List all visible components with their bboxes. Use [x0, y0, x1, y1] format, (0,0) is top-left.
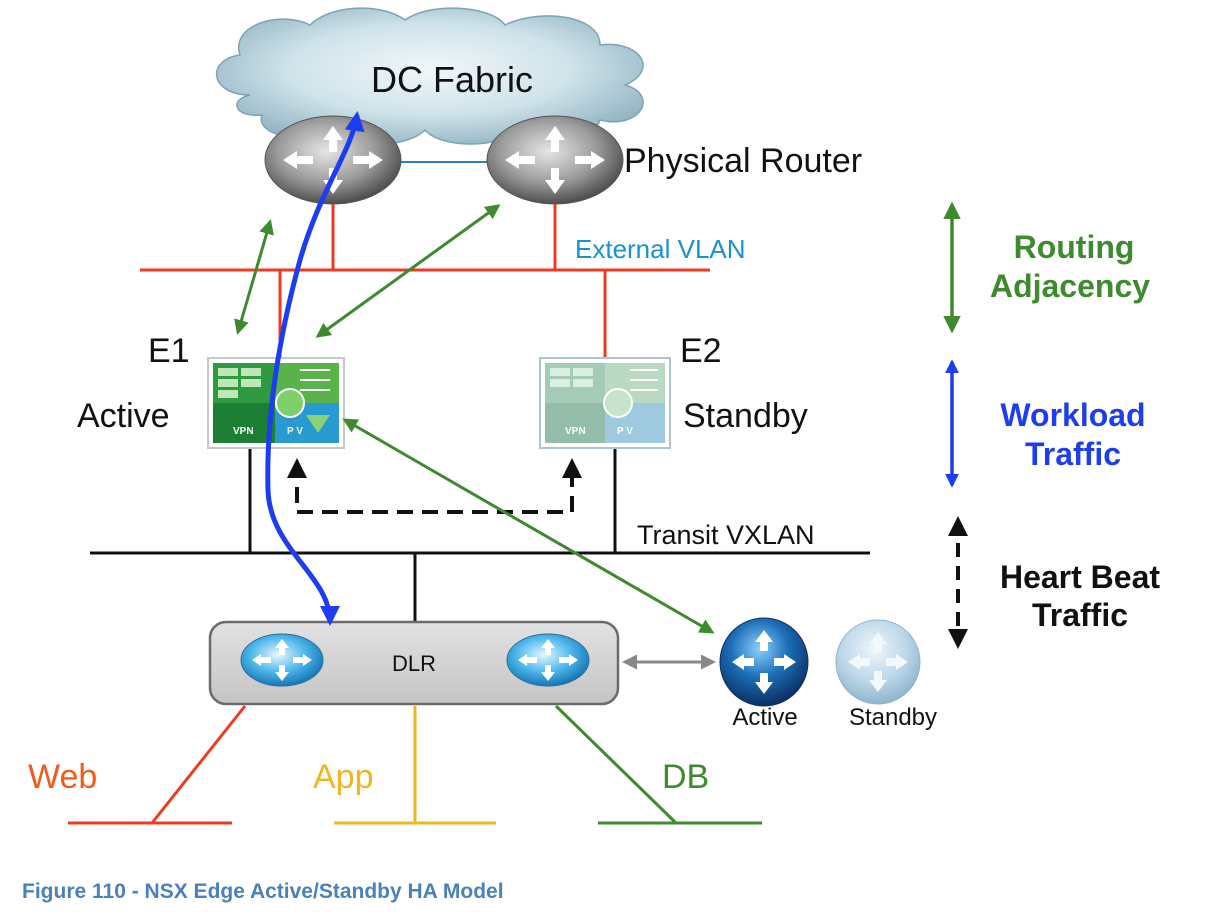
legend-routing-line1: Routing: [1014, 229, 1135, 265]
edge1-role: Active: [77, 397, 170, 435]
app-segment-label: App: [313, 758, 374, 796]
physical-router-label: Physical Router: [624, 142, 862, 180]
control-vm-active-icon: [719, 617, 809, 707]
figure-caption: Figure 110 - NSX Edge Active/Standby HA …: [22, 880, 504, 903]
external-vlan-label: External VLAN: [575, 234, 746, 264]
heartbeat-bracket: [287, 458, 582, 514]
legend-routing-line2: Adjacency: [990, 268, 1150, 304]
control-vm-active-label: Active: [732, 704, 797, 731]
e2-vpn-text: VPN: [565, 426, 586, 437]
web-segment-link: [150, 705, 247, 824]
adjacency-arrow-e1-r1: [234, 219, 274, 335]
db-segment-link: [554, 704, 678, 825]
dlr-label: DLR: [392, 651, 436, 676]
physical-router-2-icon: [486, 115, 624, 205]
dlr-router-right-icon: [506, 633, 590, 687]
edge2-role: Standby: [683, 397, 808, 435]
legend-heartbeat-line2: Traffic: [1032, 597, 1128, 633]
dc-fabric-label: DC Fabric: [371, 59, 533, 100]
dlr-router-left-icon: [240, 633, 324, 687]
workload-traffic-path: [265, 111, 365, 626]
edge-e2-icon: VPN P V: [539, 357, 671, 449]
db-segment-label: DB: [662, 758, 709, 796]
web-segment-label: Web: [28, 758, 97, 796]
edge2-name: E2: [680, 332, 722, 370]
adjacency-arrow-e1-dlr: [342, 418, 715, 634]
e2-pv-text: P V: [617, 426, 633, 437]
transit-vxlan-label: Transit VXLAN: [637, 520, 815, 550]
control-vm-standby-icon: [835, 619, 921, 705]
physical-router-1-icon: [264, 115, 402, 205]
e1-vpn-text: VPN: [233, 426, 254, 437]
e1-pv-text: P V: [287, 426, 303, 437]
edge1-name: E1: [148, 332, 190, 370]
legend-workload-line1: Workload: [1000, 397, 1145, 433]
legend-heartbeat-line1: Heart Beat: [1000, 559, 1160, 595]
control-vm-standby-label: Standby: [849, 704, 937, 731]
legend-workload-line2: Traffic: [1025, 436, 1121, 472]
